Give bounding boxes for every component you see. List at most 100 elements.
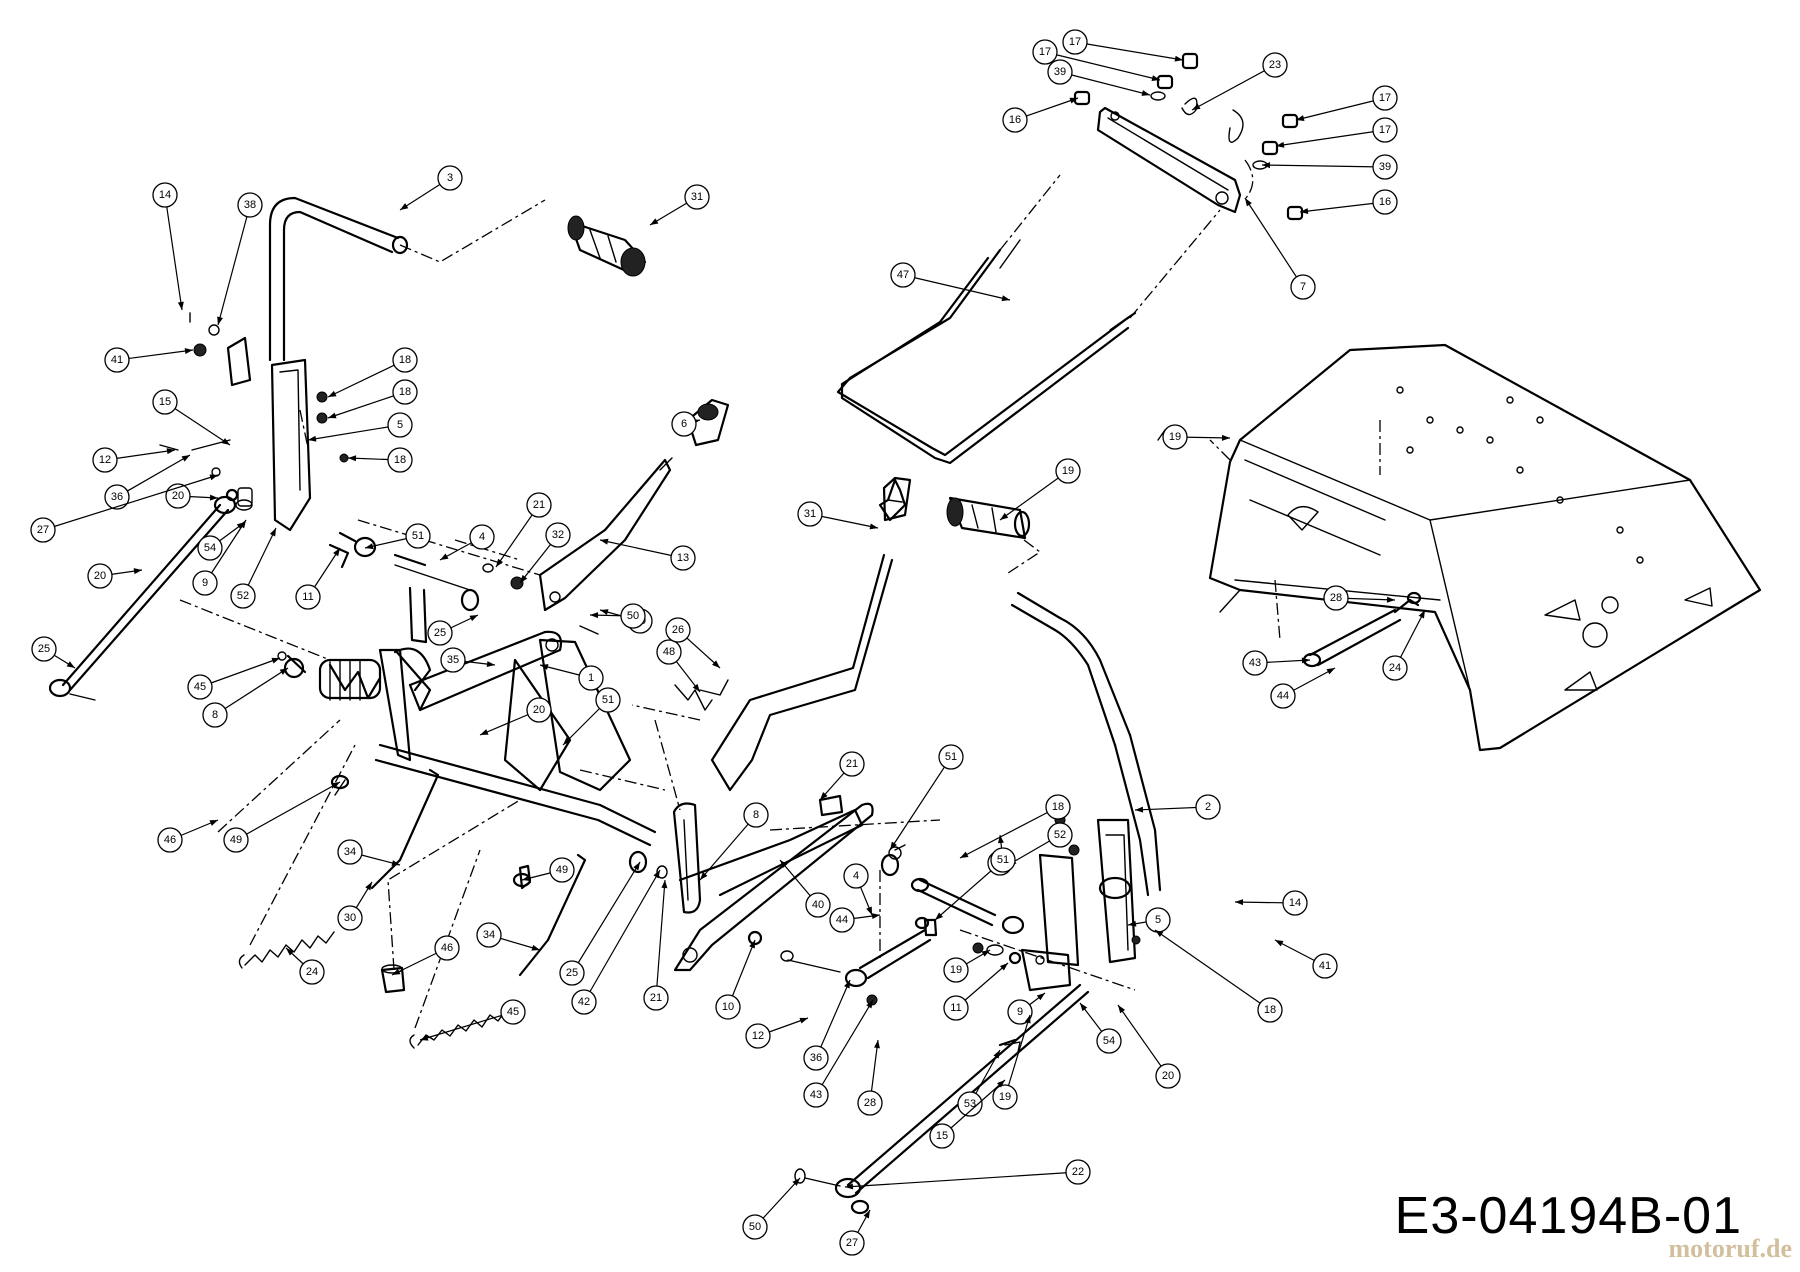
callout-circle [1372, 85, 1398, 111]
callout-circle [1290, 274, 1316, 300]
callout-19: 19 [943, 949, 991, 983]
leader-line [1044, 51, 1161, 81]
callout-circle [387, 412, 413, 438]
callout-47: 47 [890, 262, 1011, 302]
callout-circle [187, 674, 213, 700]
leader-arrowhead [520, 574, 528, 583]
callout-number: 19 [950, 964, 962, 976]
leader-arrowhead [981, 950, 990, 957]
callout-9: 9 [192, 519, 247, 596]
callout-circle [857, 1090, 883, 1116]
callout-34: 34 [476, 922, 541, 951]
callout-18: 18 [347, 447, 413, 473]
leader-line [999, 470, 1069, 521]
callout-circle [1372, 154, 1398, 180]
callout-circle [192, 570, 218, 596]
callout-number: 25 [566, 967, 578, 979]
callout-number: 16 [1379, 196, 1391, 208]
callout-number: 41 [111, 354, 123, 366]
callout-number: 49 [230, 834, 242, 846]
callout-circle [30, 517, 56, 543]
leader-arrowhead [391, 860, 400, 866]
leader-line [902, 274, 1011, 301]
callout-number: 4 [479, 531, 485, 543]
leader-arrowhead [1001, 295, 1010, 302]
callout-circle [31, 636, 57, 662]
leader-arrowhead [844, 980, 850, 989]
callout-number: 48 [663, 646, 675, 658]
callout-circle [299, 959, 325, 985]
right-control-handle [946, 496, 1162, 964]
callout-number: 1 [588, 672, 594, 684]
callout-number: 18 [399, 386, 411, 398]
leader-line [815, 999, 874, 1096]
callout-51: 51 [889, 744, 964, 851]
callout-circle [526, 492, 552, 518]
leader-line [934, 862, 1001, 921]
callout-circle [1372, 189, 1398, 215]
leader-arrowhead [792, 1178, 800, 1186]
callout-31: 31 [649, 184, 710, 226]
callout-54: 54 [1079, 1002, 1122, 1054]
callout-17: 17 [1295, 85, 1398, 121]
callout-circle [434, 935, 460, 961]
callout-18: 18 [959, 794, 1071, 859]
callout-number: 17 [1379, 124, 1391, 136]
callout-26: 26 [665, 617, 721, 669]
callout-circle [500, 999, 526, 1025]
callout-number: 22 [1072, 1166, 1084, 1178]
leader-line [1295, 97, 1386, 121]
leader-arrowhead [1276, 141, 1285, 148]
callout-18: 18 [327, 347, 418, 398]
leader-arrowhead [692, 683, 700, 692]
leader-line [217, 204, 251, 326]
callout-number: 23 [1269, 59, 1281, 71]
callout-number: 34 [483, 929, 495, 941]
callout-circle [197, 535, 223, 561]
callout-46: 46 [391, 935, 460, 976]
leader-arrowhead [1135, 806, 1144, 813]
callout-number: 27 [37, 524, 49, 536]
callout-circle [1270, 683, 1296, 709]
callout-13: 13 [599, 538, 696, 571]
leader-line [844, 1171, 1079, 1188]
callout-22: 22 [844, 1159, 1091, 1190]
callout-circle [437, 165, 463, 191]
leader-arrowhead [653, 870, 660, 879]
leader-line [699, 814, 757, 881]
callout-circle [671, 411, 697, 437]
leader-arrowhead [239, 520, 246, 529]
callout-number: 20 [533, 704, 545, 716]
callout-11: 11 [943, 962, 1009, 1021]
leader-arrowhead [286, 948, 294, 956]
leader-arrowhead [1000, 512, 1009, 520]
callout-number: 24 [306, 966, 318, 978]
callout-circle [526, 697, 552, 723]
callout-circle [152, 182, 178, 208]
leader-line [164, 401, 231, 446]
leader-arrowhead [66, 661, 75, 668]
callout-number: 21 [846, 758, 858, 770]
callout-number: 3 [447, 172, 453, 184]
callout-circle [595, 687, 621, 713]
callout-number: 19 [1062, 465, 1074, 477]
callout-number: 54 [1103, 1035, 1115, 1047]
callout-circle [620, 603, 646, 629]
callout-circle [1312, 953, 1338, 979]
callout-circle [992, 1084, 1018, 1110]
callout-54: 54 [197, 521, 246, 561]
callout-number: 18 [394, 454, 406, 466]
callout-circle [202, 702, 228, 728]
callout-4: 4 [843, 863, 873, 916]
leader-arrowhead [780, 860, 788, 869]
leader-arrowhead [177, 301, 184, 310]
callout-circle [1162, 424, 1188, 450]
callout-circle [157, 827, 183, 853]
leader-line [583, 869, 661, 1003]
callout-circle [839, 751, 865, 777]
callout-circle [476, 922, 502, 948]
callout-18: 18 [1154, 929, 1283, 1023]
callout-38: 38 [217, 192, 263, 326]
callout-9: 9 [1007, 992, 1046, 1025]
